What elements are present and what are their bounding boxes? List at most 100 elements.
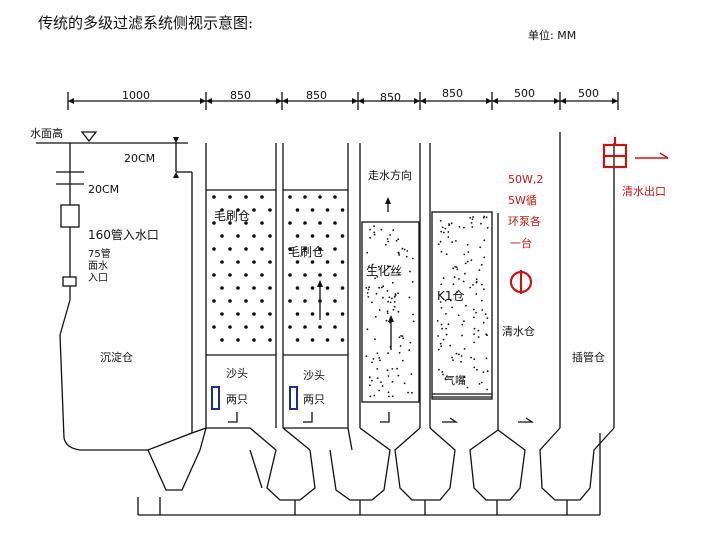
media-dot xyxy=(260,247,264,251)
media-dot xyxy=(288,325,292,329)
media-dot xyxy=(371,301,373,304)
media-dot xyxy=(399,345,402,347)
media-dot xyxy=(463,348,466,350)
media-dot xyxy=(466,260,469,263)
media-dot xyxy=(409,270,411,273)
media-dot xyxy=(462,280,465,283)
media-dot xyxy=(333,195,337,199)
media-dot xyxy=(387,391,390,394)
media-dot xyxy=(408,296,411,299)
pump-note-line-4: 一台 xyxy=(510,237,532,250)
media-dot xyxy=(397,374,400,377)
media-dot xyxy=(318,299,322,303)
media-dot xyxy=(453,276,456,279)
media-dot xyxy=(460,355,463,357)
media-dot xyxy=(439,342,442,345)
media-dot xyxy=(318,273,322,277)
media-dot xyxy=(389,301,392,304)
flow-direction-label: 走水方向 xyxy=(368,169,412,182)
media-dot xyxy=(392,229,395,232)
media-dot xyxy=(252,260,256,264)
media-dot xyxy=(480,381,483,384)
media-dot xyxy=(483,239,486,242)
media-dot xyxy=(366,292,369,294)
media-dot xyxy=(325,338,330,342)
media-dot xyxy=(212,247,216,251)
media-dot xyxy=(374,277,376,280)
media-dot xyxy=(450,222,453,225)
media-dot xyxy=(374,315,377,318)
media-dot xyxy=(463,376,466,378)
media-dot xyxy=(369,384,371,387)
media-dot xyxy=(395,240,398,242)
media-dot xyxy=(333,221,337,225)
media-dot xyxy=(444,378,447,381)
media-dot xyxy=(398,336,401,339)
media-dot xyxy=(268,208,272,212)
media-dot xyxy=(473,327,476,330)
brush-tank-2-label: 毛刷仓 xyxy=(288,245,325,259)
media-dot xyxy=(451,356,453,359)
media-dot xyxy=(325,312,330,316)
media-dot xyxy=(397,292,399,295)
media-dot xyxy=(448,223,450,225)
media-dot xyxy=(442,373,444,376)
media-dot xyxy=(340,260,345,264)
media-dot xyxy=(295,208,300,212)
media-dot xyxy=(470,222,473,224)
dimension-line xyxy=(67,92,619,110)
media-dot xyxy=(378,265,380,268)
media-dot xyxy=(471,226,474,228)
media-dot xyxy=(411,281,414,283)
media-dot xyxy=(480,299,483,302)
media-dot xyxy=(403,382,406,385)
media-dot xyxy=(473,341,475,344)
media-dot xyxy=(449,299,452,302)
dimension-label-7: 500 xyxy=(578,87,599,100)
media-dot xyxy=(397,251,400,254)
media-dot xyxy=(464,262,467,265)
media-dot xyxy=(476,368,478,371)
media-dot xyxy=(252,286,256,290)
media-dot xyxy=(388,265,390,268)
media-dot xyxy=(220,286,224,290)
media-dot xyxy=(473,358,476,360)
media-dot xyxy=(318,195,322,199)
media-dot xyxy=(447,236,450,238)
media-dot xyxy=(378,309,381,311)
media-dot xyxy=(268,312,272,316)
media-dot xyxy=(380,381,382,383)
media-dot xyxy=(475,278,478,281)
outlet-arrow xyxy=(635,152,669,159)
media-dot xyxy=(382,285,385,288)
media-dot xyxy=(441,327,443,330)
media-dot xyxy=(486,317,489,319)
media-dot xyxy=(455,352,458,355)
media-dot xyxy=(252,208,256,212)
media-dot xyxy=(220,234,224,238)
media-dot xyxy=(478,269,481,271)
pump-icon xyxy=(509,270,533,294)
media-dot xyxy=(252,312,256,316)
media-dot xyxy=(391,395,394,398)
dimension-label-6: 500 xyxy=(514,87,535,100)
media-dot xyxy=(445,327,447,330)
media-dot xyxy=(445,253,448,256)
bottom-hoppers xyxy=(63,427,615,516)
media-dot xyxy=(391,368,394,370)
media-dot xyxy=(458,226,461,228)
media-dot xyxy=(303,273,307,277)
media-dot xyxy=(303,299,307,303)
media-dot xyxy=(391,297,393,300)
media-dot xyxy=(376,352,379,355)
media-dot xyxy=(220,338,224,342)
media-dot xyxy=(458,278,460,280)
media-dot xyxy=(411,391,413,394)
media-dot xyxy=(475,280,478,283)
media-dot xyxy=(325,260,330,264)
media-dot xyxy=(318,221,322,225)
inlet-pipe xyxy=(56,143,84,439)
media-dot xyxy=(388,296,391,299)
media-dot xyxy=(252,234,256,238)
media-dot xyxy=(405,255,408,258)
